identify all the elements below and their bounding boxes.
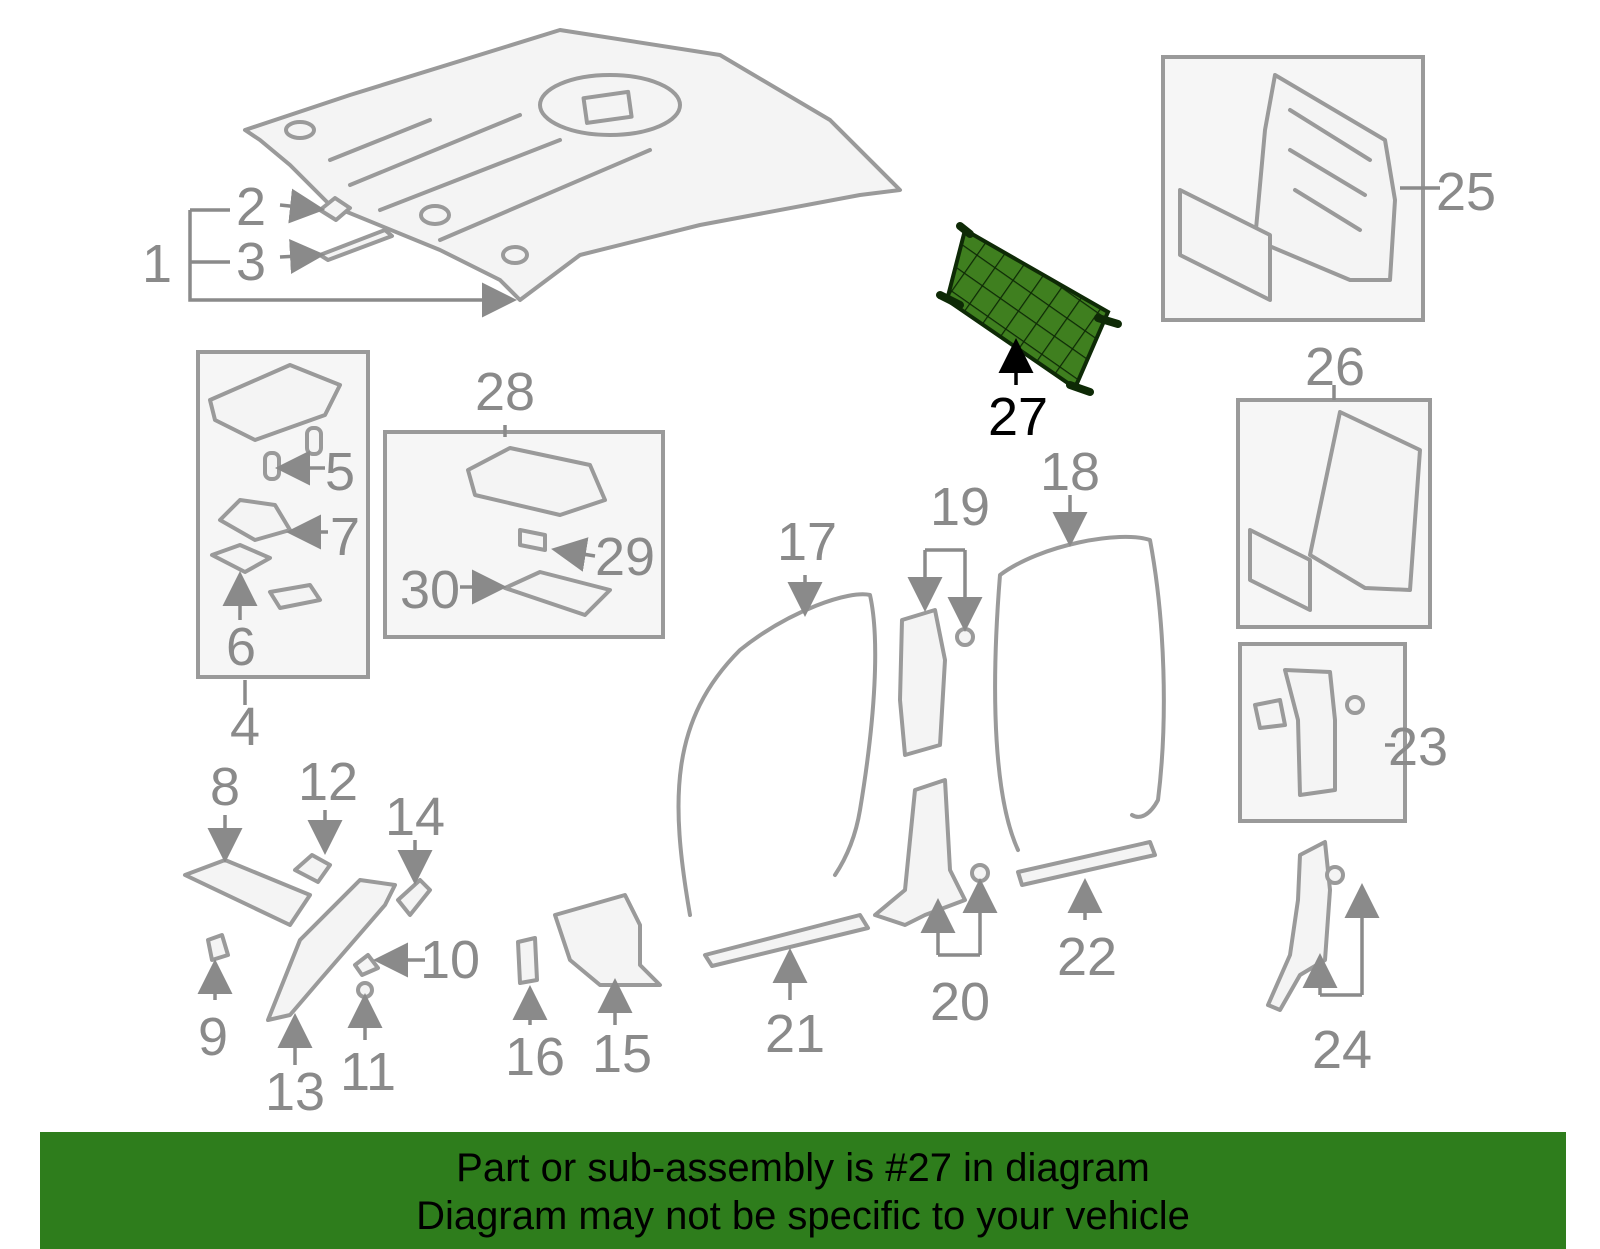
- part-22-scuff-plate: [1016, 840, 1157, 887]
- part-29-bulb: [518, 528, 547, 552]
- part-15-kick-panel: [553, 893, 662, 987]
- part-19-pillar-trim: [898, 608, 947, 757]
- callout-6: 6: [226, 617, 256, 677]
- callout-23: 23: [1388, 717, 1448, 777]
- callout-2: 2: [236, 177, 266, 237]
- part-10-bracket: [353, 953, 380, 977]
- banner-line-2: Diagram may not be specific to your vehi…: [416, 1194, 1190, 1238]
- callout-14: 14: [385, 787, 445, 847]
- callout-8: 8: [210, 757, 240, 817]
- part-26-panel: [1308, 410, 1422, 592]
- callout-11: 11: [340, 1042, 396, 1102]
- callout-20: 20: [930, 972, 990, 1032]
- part-9-clip: [206, 933, 230, 962]
- callout-29: 29: [595, 527, 655, 587]
- callout-3: 3: [236, 232, 266, 292]
- part-24-trim: [1266, 840, 1332, 1012]
- part-12-holder: [293, 853, 332, 884]
- part-21-scuff-plate: [703, 913, 870, 968]
- banner-line-1: Part or sub-assembly is #27 in diagram: [456, 1146, 1150, 1190]
- part-4-console: [208, 363, 342, 442]
- callout-27: 27: [988, 387, 1048, 447]
- part-17-weatherstrip: [676, 592, 878, 917]
- callout-22: 22: [1057, 927, 1117, 987]
- callout-24: 24: [1312, 1020, 1372, 1080]
- callout-18: 18: [1040, 442, 1100, 502]
- callout-19: 19: [930, 477, 990, 537]
- headliner-part: [243, 28, 902, 302]
- callout-28: 28: [475, 362, 535, 422]
- part-16-clip: [516, 936, 539, 985]
- part-28-console: [466, 446, 607, 517]
- callout-26: 26: [1305, 337, 1365, 397]
- part-13-pillar-trim: [266, 878, 397, 1022]
- callout-5: 5: [325, 442, 355, 502]
- part-18-weatherstrip: [993, 534, 1166, 852]
- part-27-cargo-net: [936, 222, 1122, 396]
- part-11-cap: [356, 981, 374, 999]
- part-2-pad: [318, 196, 352, 222]
- callout-30: 30: [400, 560, 460, 620]
- callout-12: 12: [298, 752, 358, 812]
- callout-10: 10: [420, 930, 480, 990]
- callout-17: 17: [777, 512, 837, 572]
- info-banner: Part or sub-assembly is #27 in diagram D…: [40, 1132, 1566, 1249]
- callout-21: 21: [765, 1004, 825, 1064]
- callout-7: 7: [330, 507, 360, 567]
- callout-1: 1: [142, 234, 172, 294]
- part-5-bulb: [263, 451, 281, 481]
- part-23-trim: [1283, 668, 1337, 797]
- callout-9: 9: [198, 1007, 228, 1067]
- callout-13: 13: [265, 1062, 325, 1122]
- part-8-sun-visor: [183, 858, 312, 927]
- callout-25: 25: [1436, 162, 1496, 222]
- callout-15: 15: [592, 1024, 652, 1084]
- part-3-strip: [318, 228, 394, 262]
- part-14-grip: [396, 878, 432, 917]
- callout-4: 4: [230, 697, 260, 757]
- part-6-lens: [210, 543, 272, 574]
- part-7-lamp: [218, 498, 292, 542]
- callout-16: 16: [505, 1027, 565, 1087]
- part-30-lens: [503, 570, 612, 617]
- part-20-pillar-trim: [873, 778, 967, 927]
